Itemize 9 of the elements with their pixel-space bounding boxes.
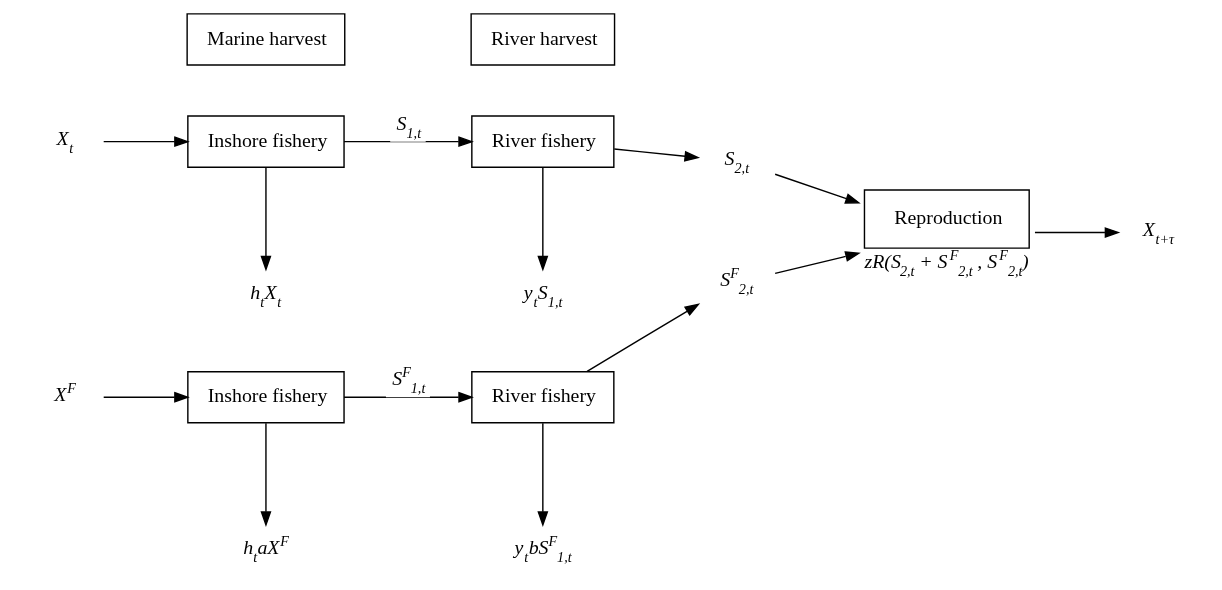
edge-label: S$_{1,t}$ [396,111,422,141]
node-text: h$_{t}$X$_{t}$ [250,280,282,310]
node-text: h$_{t}$aX$^{F}$ [243,533,289,566]
node-label: zR(S$_{2,t}$ + S$^{F}$$_{2,t}$ , S$^{F}$$_{2,t}$) [864,247,1029,280]
node-text: y$_{t}$S$_{1,t}$ [523,280,563,310]
node-text: X$_{t}$ [56,127,74,157]
node-text: S$_{2,t}$ [724,147,750,177]
node-text: X$^{F}$ [54,380,76,406]
node-text: X$_{t+τ}$ [1142,218,1175,248]
